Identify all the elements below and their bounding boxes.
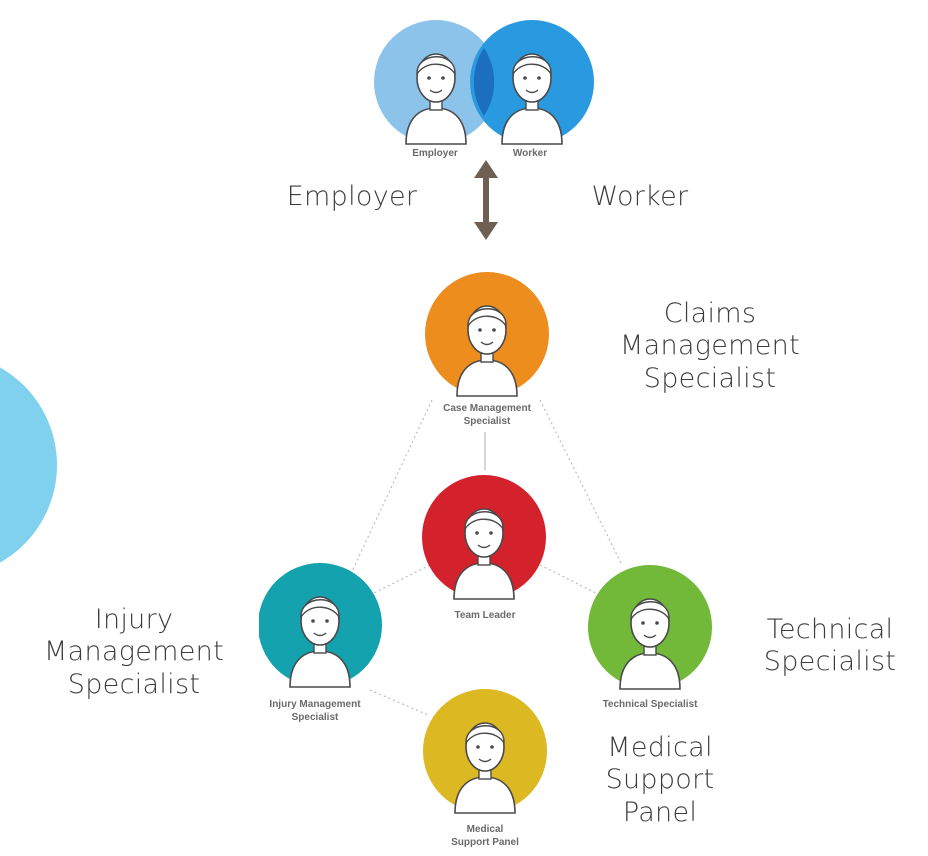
connector-lines (347, 399, 623, 716)
injury-circle-clip-mask (200, 540, 259, 720)
connector-case-to-injury (347, 399, 433, 581)
arrow-shaft (483, 172, 489, 226)
arrow-head-down (474, 222, 498, 240)
overlap-lens (473, 48, 495, 116)
label-claims-management-specialist: Claims Management Specialist (620, 298, 800, 394)
decorative-blob (0, 367, 57, 563)
medical-support-caption: Medical Support Panel (451, 824, 519, 848)
worker-person-icon (501, 53, 563, 145)
injury-management-caption: Injury Management Specialist (269, 699, 361, 723)
connector-case-to-technical (539, 399, 623, 566)
arrow-head-up (474, 160, 498, 178)
label-technical-specialist: Technical Specialist (763, 614, 897, 678)
employer-caption: Employer (412, 148, 458, 159)
medical-support-person-icon (454, 722, 516, 814)
label-worker: Worker (591, 181, 689, 212)
label-employer: Employer (286, 181, 418, 212)
employer-worker-group (374, 20, 594, 145)
double-arrow-icon (474, 160, 498, 240)
injury-management-person-icon (289, 596, 351, 688)
case-management-person-icon (456, 305, 518, 397)
technical-specialist-person-icon (619, 598, 681, 690)
employer-person-icon (405, 53, 467, 145)
connector-technical-to-leader (539, 564, 601, 596)
label-medical-support-panel: Medical Support Panel (605, 732, 715, 828)
team-leader-person-icon (453, 508, 515, 600)
connector-injury-to-medical (369, 689, 429, 716)
team-leader-caption: Team Leader (454, 610, 516, 621)
worker-caption: Worker (512, 148, 548, 159)
connector-injury-to-leader (369, 564, 431, 596)
label-injury-management-specialist: Injury Management Specialist (44, 604, 224, 700)
technical-specialist-caption: Technical Specialist (602, 699, 698, 710)
case-management-caption: Case Management Specialist (443, 403, 531, 427)
